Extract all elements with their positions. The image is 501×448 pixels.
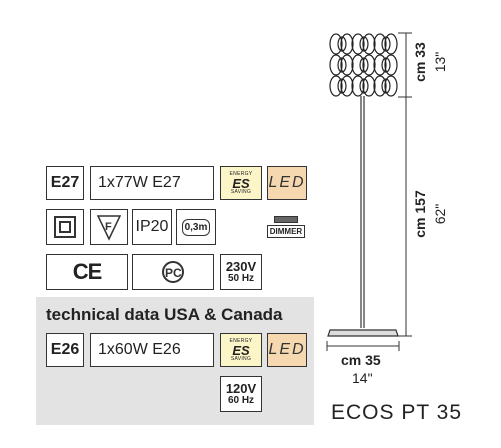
energy-saving-usa: ENERGY ES SAVING	[220, 333, 262, 367]
socket-eu: E27	[46, 166, 84, 200]
energy-label: ENERGY	[229, 170, 253, 177]
energy-label: ENERGY	[229, 337, 253, 344]
dimmer-box: DIMMER	[264, 209, 308, 245]
svg-text:PC: PC	[165, 266, 182, 280]
model-name: ECOS PT 35	[331, 401, 462, 424]
distance-label: 0,3m	[181, 218, 211, 236]
frequency-value: 60 Hz	[227, 394, 255, 406]
svg-text:F: F	[105, 221, 112, 233]
base-width-cm: cm 35	[341, 352, 381, 368]
saving-label: SAVING	[230, 355, 252, 362]
saving-label: SAVING	[230, 188, 252, 195]
ce-mark-icon: CE	[46, 254, 128, 290]
lamp-head-icon	[329, 33, 398, 97]
dimmer-icon	[274, 216, 298, 223]
frequency-value: 50 Hz	[227, 272, 255, 284]
rostest-mark-icon: PC	[132, 254, 214, 290]
distance-box: 0,3m	[176, 209, 216, 245]
head-height-cm: cm 33	[412, 42, 428, 82]
es-label: ES	[232, 342, 250, 358]
dimension-lines	[326, 32, 412, 351]
usa-spec-title: technical data USA & Canada	[46, 305, 283, 324]
total-height-cm: cm 157	[412, 190, 428, 238]
voltage-value: 120V	[225, 380, 257, 396]
voltage-eu: 230V 50 Hz	[220, 254, 262, 290]
socket-usa: E26	[46, 333, 84, 367]
class-ii-icon	[46, 209, 84, 245]
energy-saving-eu: ENERGY ES SAVING	[220, 166, 262, 200]
led-usa: LED	[267, 333, 307, 367]
voltage-usa: 120V 60 Hz	[220, 376, 262, 412]
total-height-in: 62"	[432, 203, 448, 225]
led-label: LED	[268, 341, 306, 358]
dimmer-label: DIMMER	[266, 225, 306, 238]
ip-rating: IP20	[132, 209, 172, 245]
led-eu: LED	[267, 166, 307, 200]
es-label: ES	[232, 175, 250, 191]
base-width-in: 14"	[352, 370, 373, 386]
head-height-in: 13"	[432, 51, 448, 73]
bulb-usa: 1x60W E26	[90, 333, 214, 367]
led-label: LED	[268, 174, 306, 191]
f-mark-icon: F	[90, 209, 128, 245]
voltage-value: 230V	[225, 258, 257, 274]
bulb-eu: 1x77W E27	[90, 166, 214, 200]
lamp-base	[327, 329, 399, 337]
